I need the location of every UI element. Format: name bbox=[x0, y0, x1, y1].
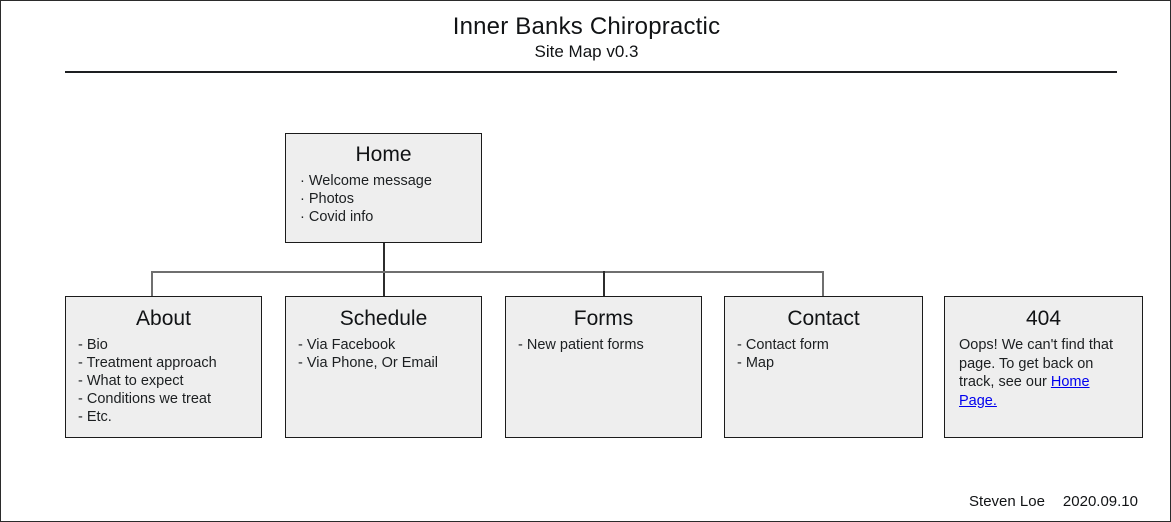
node-schedule[interactable]: Schedule - Via Facebook- Via Phone, Or E… bbox=[285, 296, 482, 438]
node-404[interactable]: 404 Oops! We can't find that page. To ge… bbox=[944, 296, 1143, 438]
connector-drop-forms bbox=[603, 271, 605, 296]
list-item: - Via Facebook bbox=[298, 337, 396, 354]
node-forms[interactable]: Forms - New patient forms bbox=[505, 296, 702, 438]
list-item: - Map bbox=[737, 355, 775, 372]
footer-date: 2020.09.10 bbox=[1062, 493, 1138, 510]
footer-author: Steven Loe bbox=[969, 493, 1045, 510]
node-contact-title: Contact bbox=[787, 307, 860, 330]
connector-drop-about bbox=[151, 271, 153, 296]
node-schedule-title: Schedule bbox=[339, 307, 428, 330]
home-page-link[interactable]: Home Page. bbox=[959, 374, 1090, 409]
list-item: - Bio bbox=[78, 337, 108, 354]
page-subtitle: Site Map v0.3 bbox=[534, 42, 639, 61]
connector-home-stem bbox=[383, 243, 385, 296]
node-404-text: Oops! We can't find that page. To get ba… bbox=[959, 337, 1114, 391]
list-item: - New patient forms bbox=[518, 337, 644, 354]
node-forms-title: Forms bbox=[573, 307, 634, 330]
list-item: · Photos bbox=[300, 191, 354, 208]
footer: Steven Loe 2020.09.10 bbox=[969, 493, 1138, 510]
list-item: · Covid info bbox=[300, 209, 374, 226]
list-item: - Treatment approach bbox=[78, 355, 217, 372]
page-title: Inner Banks Chiropractic bbox=[452, 13, 721, 40]
node-404-title: 404 bbox=[1025, 307, 1062, 330]
node-contact-list: - Contact form- Map bbox=[725, 336, 922, 372]
list-item: - What to expect bbox=[78, 373, 184, 390]
node-schedule-list: - Via Facebook- Via Phone, Or Email bbox=[286, 336, 481, 372]
node-home-title: Home bbox=[355, 143, 412, 166]
node-home[interactable]: Home · Welcome message· Photos· Covid in… bbox=[285, 133, 482, 243]
node-about-list: - Bio- Treatment approach- What to expec… bbox=[66, 336, 261, 426]
list-item: - Contact form bbox=[737, 337, 829, 354]
list-item: - Conditions we treat bbox=[78, 391, 211, 408]
connector-drop-contact bbox=[822, 271, 824, 296]
list-item: · Welcome message bbox=[300, 173, 432, 190]
connector-horizontal-bus bbox=[151, 271, 824, 273]
node-home-list: · Welcome message· Photos· Covid info bbox=[286, 172, 481, 226]
node-about-title: About bbox=[136, 307, 191, 330]
list-item: - Via Phone, Or Email bbox=[298, 355, 438, 372]
node-404-body: Oops! We can't find that page. To get ba… bbox=[945, 336, 1142, 410]
node-forms-list: - New patient forms bbox=[506, 336, 701, 354]
header-divider bbox=[65, 71, 1117, 73]
node-contact[interactable]: Contact - Contact form- Map bbox=[724, 296, 923, 438]
node-about[interactable]: About - Bio- Treatment approach- What to… bbox=[65, 296, 262, 438]
list-item: - Etc. bbox=[78, 409, 112, 426]
